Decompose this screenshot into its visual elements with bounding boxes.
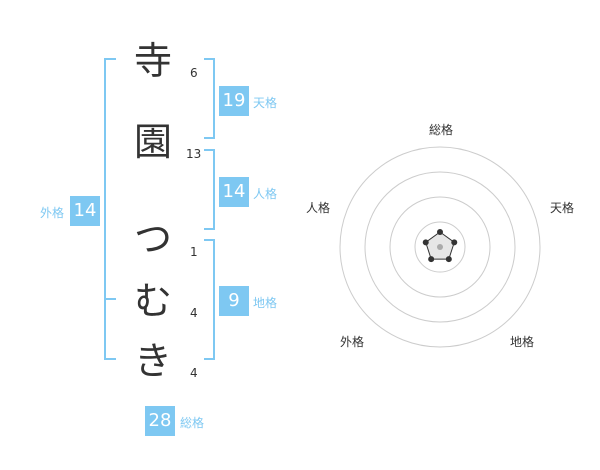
radar-label-tenkaku: 天格	[550, 201, 575, 215]
radar-label-chikaku: 地格	[510, 335, 535, 349]
name-char-3: つ	[133, 217, 172, 261]
jinkaku-label: 人格	[253, 187, 278, 201]
gaikaku-label: 外格	[40, 206, 65, 220]
radar-label-gaikaku: 外格	[340, 335, 365, 349]
radar-point-soukaku	[437, 229, 443, 235]
gaikaku-bracket-divider	[104, 298, 116, 300]
radar-ring-3	[364, 171, 516, 323]
radar-label-jinkaku: 人格	[306, 201, 331, 215]
radar-rings	[339, 146, 541, 348]
radar-ring-4	[339, 146, 541, 348]
chikaku-label: 地格	[253, 296, 278, 310]
radar-ring-1	[414, 221, 466, 273]
gaikaku-bracket	[104, 58, 116, 360]
radar-points	[422, 229, 458, 263]
jinkaku-bracket	[204, 149, 215, 230]
chikaku-bracket	[204, 239, 215, 360]
radar-ring-2	[389, 196, 491, 298]
name-char-4: む	[133, 279, 172, 323]
stroke-count-1: 6	[190, 66, 198, 80]
gaikaku-value: 14	[70, 196, 100, 226]
name-char-2: 園	[133, 120, 172, 164]
radar-point-gaikaku	[428, 256, 435, 263]
chikaku-value: 9	[219, 286, 249, 316]
radar-point-jinkaku	[422, 239, 429, 246]
jinkaku-value: 14	[219, 177, 249, 207]
tenkaku-bracket	[204, 58, 215, 139]
stroke-count-4: 4	[190, 306, 198, 320]
stroke-count-3: 1	[190, 245, 198, 259]
stroke-count-5: 4	[190, 366, 198, 380]
name-char-5: き	[133, 339, 172, 383]
radar-point-chikaku	[445, 256, 452, 263]
tenkaku-label: 天格	[253, 96, 278, 110]
radar-point-tenkaku	[451, 239, 458, 246]
soukaku-label: 総格	[180, 416, 205, 430]
radar-label-soukaku: 総格	[429, 123, 454, 137]
stroke-count-2: 13	[186, 147, 202, 161]
name-char-1: 寺	[133, 39, 172, 83]
radar-center-dot	[437, 244, 443, 250]
tenkaku-value: 19	[219, 86, 249, 116]
soukaku-value: 28	[145, 406, 175, 436]
